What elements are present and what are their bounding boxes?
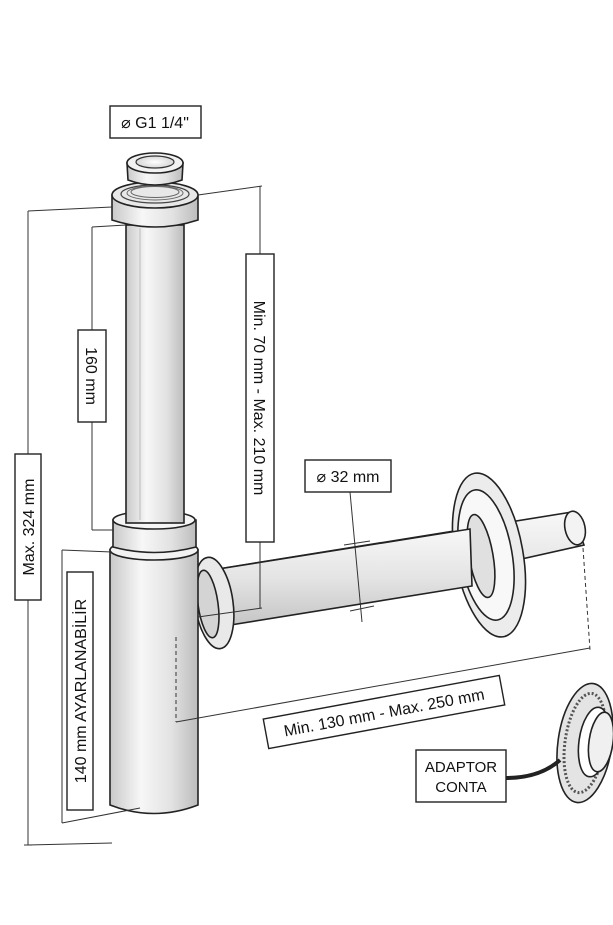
waste-plug [126,152,184,186]
thread-label-text: ⌀ G1 1/4" [121,115,189,132]
vertical-tube [125,224,185,524]
horizontal-range-label: Min. 130 mm - Max. 250 mm [262,674,506,750]
adaptor-arrow [505,758,562,780]
max-height-label: Max. 324 mm [14,453,42,601]
outlet-nut [193,556,235,650]
vertical-range-label-text: Min. 70 mm - Max. 210 mm [250,301,267,496]
adjustable-label: 140 mm AYARLANABİLİR [66,571,94,811]
dimension-pipe-diameter [343,491,375,623]
tube-length-label: 160 mm [77,329,107,423]
vertical-range-label: Min. 70 mm - Max. 210 mm [245,253,275,543]
adaptor-label-line2: CONTA [435,779,486,796]
adaptor-label-line1: ADAPTOR [425,759,497,776]
thread-label: ⌀ G1 1/4" [109,105,202,139]
waste-nut [111,181,199,228]
adaptor-gasket [556,682,613,804]
adaptor-label: ADAPTOR CONTA [415,749,507,803]
pipe-diameter-label-text: ⌀ 32 mm [317,469,380,486]
bottle-trap-body [109,539,199,815]
dimension-horizontal-range [175,547,591,723]
tube-length-label-text: 160 mm [82,347,99,405]
wall-flange [451,472,527,638]
pipe-diameter-label: ⌀ 32 mm [304,459,392,493]
adjustable-label-text: 140 mm AYARLANABİLİR [71,599,90,783]
dimension-adjustable [61,549,141,824]
max-height-label-text: Max. 324 mm [21,479,38,576]
